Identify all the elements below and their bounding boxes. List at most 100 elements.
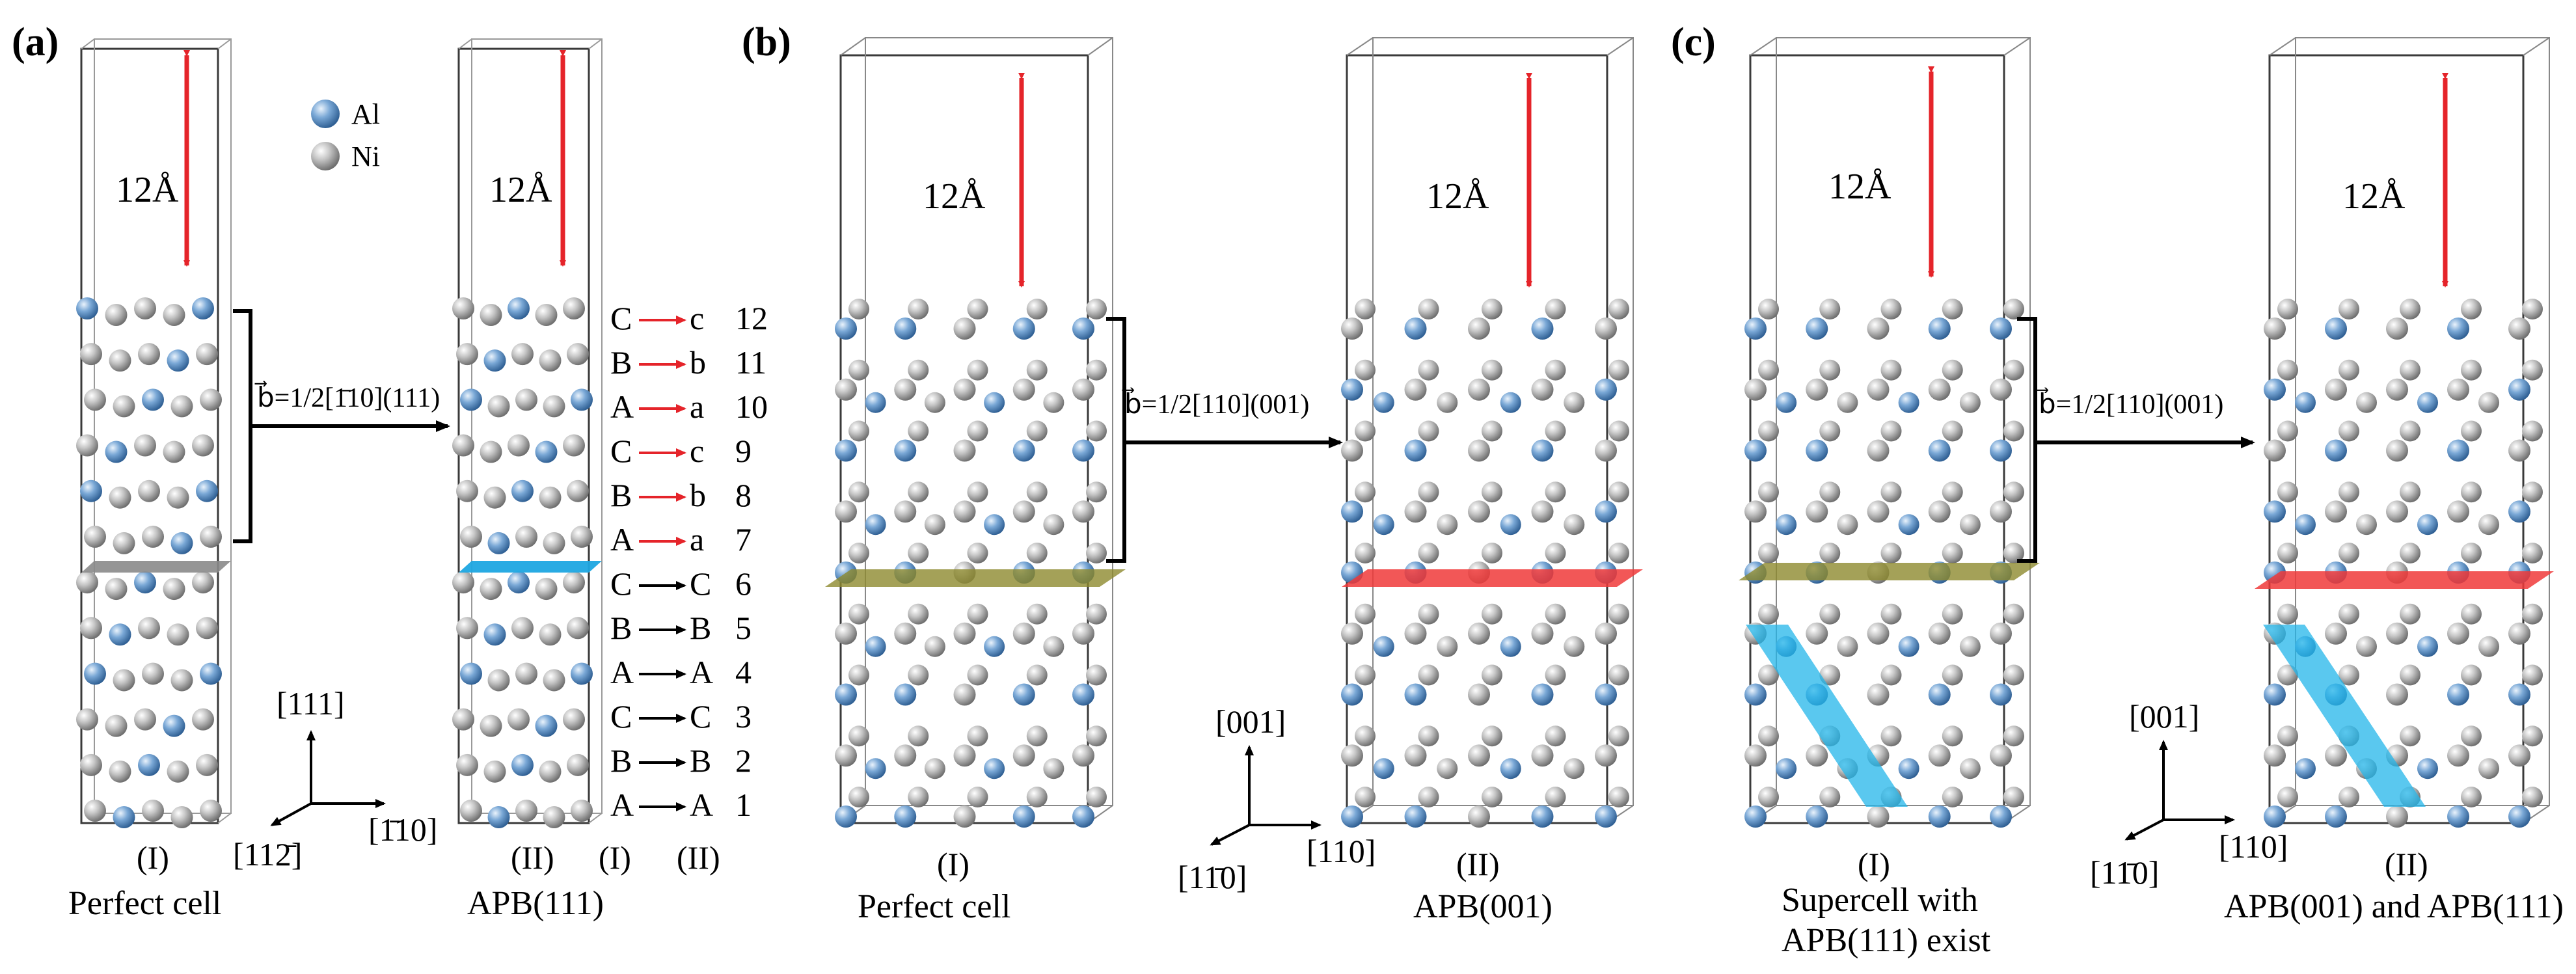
ni-atom [1867, 378, 1890, 401]
al-atom [1072, 439, 1094, 462]
ni-atom [2522, 543, 2543, 563]
ni-atom [2277, 299, 2298, 319]
ni-atom [953, 318, 976, 340]
ni-atom [2277, 420, 2298, 442]
stacking-to: C [690, 565, 711, 602]
al-atom [1012, 805, 1035, 828]
ni-atom [2277, 359, 2298, 381]
ni-atom [1026, 725, 1048, 747]
ni-atom [1026, 359, 1048, 381]
cell-a2-caption: APB(111) [467, 885, 604, 922]
ni-atom [967, 481, 988, 503]
stacking-col-left-header: (I) [599, 839, 631, 876]
ni-atom [2400, 420, 2420, 442]
panel-a-brace [233, 309, 252, 543]
ni-atom [1072, 378, 1094, 401]
ni-atom [1744, 378, 1767, 401]
ni-atom [2447, 378, 2469, 401]
ni-atom [1867, 805, 1890, 828]
stacking-to: A [690, 787, 713, 823]
ni-atom [1468, 439, 1490, 462]
cell-a2-distance: 12Å [489, 170, 552, 210]
ni-atom [170, 395, 193, 418]
ni-atom [134, 434, 156, 457]
ni-atom [1043, 514, 1064, 535]
ni-atom [539, 349, 562, 372]
ni-atom [908, 359, 929, 381]
ni-atom [109, 349, 131, 372]
ni-atom [924, 636, 945, 657]
panel-b-burgers: b⃗=1/2[110](001) [1122, 387, 1309, 420]
ni-atom [200, 525, 222, 548]
al-atom [1341, 500, 1363, 523]
al-atom [109, 623, 131, 646]
ni-atom [508, 708, 530, 731]
ni-atom [1595, 318, 1617, 340]
al-atom [1990, 439, 2012, 462]
al-atom [1990, 683, 2012, 706]
cell-a2-atoms [452, 297, 593, 828]
al-atom [1404, 805, 1427, 828]
cell-c1-roman: (I) [1858, 846, 1890, 882]
ni-atom [908, 481, 929, 503]
ni-atom [967, 299, 988, 319]
ni-atom [953, 744, 976, 767]
al-atom [1776, 514, 1797, 535]
ni-atom [1437, 514, 1458, 535]
ni-atom [1355, 420, 1376, 442]
ni-atom [2339, 543, 2359, 563]
ni-atom [1928, 744, 1951, 767]
panel-b: (b) 12Å (I) Perfect cell b⃗=1/2[110](001… [742, 20, 1643, 925]
ni-atom [924, 514, 945, 535]
al-atom [1500, 514, 1521, 535]
ni-atom [1819, 359, 1841, 381]
ni-atom [1564, 636, 1585, 657]
ni-atom [2356, 636, 2377, 657]
stacking-layer-number: 12 [735, 300, 768, 336]
al-atom [1500, 758, 1521, 779]
ni-atom [2277, 664, 2298, 686]
ni-atom [1086, 543, 1107, 563]
al-atom [134, 571, 156, 594]
stacking-from: C [610, 698, 632, 735]
al-atom [487, 806, 510, 828]
cell-c1-plane [1739, 563, 2040, 580]
cell-c2-caption: APB(001) and APB(111) [2224, 888, 2564, 925]
stacking-to: b [690, 344, 706, 381]
ni-atom [2461, 359, 2482, 381]
stacking-to: B [690, 610, 711, 646]
ni-atom [1531, 378, 1554, 401]
ni-atom [535, 304, 558, 326]
ni-atom [908, 787, 929, 807]
ni-atom [1482, 725, 1502, 747]
panel-a: (a) 12Å (I) Perfect cell Al Ni [12, 20, 768, 922]
ni-atom [1468, 622, 1490, 645]
ni-atom [1758, 359, 1779, 381]
al-atom [1928, 683, 1951, 706]
ni-atom [1355, 787, 1376, 807]
al-atom [2264, 805, 2286, 828]
ni-atom [76, 434, 98, 457]
ni-atom [2264, 744, 2286, 767]
stacking-from: A [610, 388, 634, 425]
al-atom [2417, 758, 2438, 779]
stacking-col-right-header: (II) [677, 839, 720, 876]
ni-atom [2386, 500, 2408, 523]
al-atom [138, 753, 160, 776]
al-atom [2508, 805, 2530, 828]
panel-b-label: (b) [742, 20, 791, 64]
ni-atom [2277, 481, 2298, 503]
ni-atom [163, 440, 185, 463]
al-atom [2447, 439, 2469, 462]
ni-atom [515, 388, 537, 411]
al-atom [2508, 378, 2530, 401]
ni-atom [2339, 420, 2359, 442]
ni-atom [535, 578, 558, 601]
ni-atom [2339, 481, 2359, 503]
ni-atom [1959, 514, 1981, 535]
ni-atom [134, 297, 156, 319]
al-atom [1928, 439, 1951, 462]
cell-b1-box [839, 37, 1113, 824]
axis-a-right-label: [1̄10] [368, 811, 437, 848]
ni-atom [2400, 664, 2420, 686]
